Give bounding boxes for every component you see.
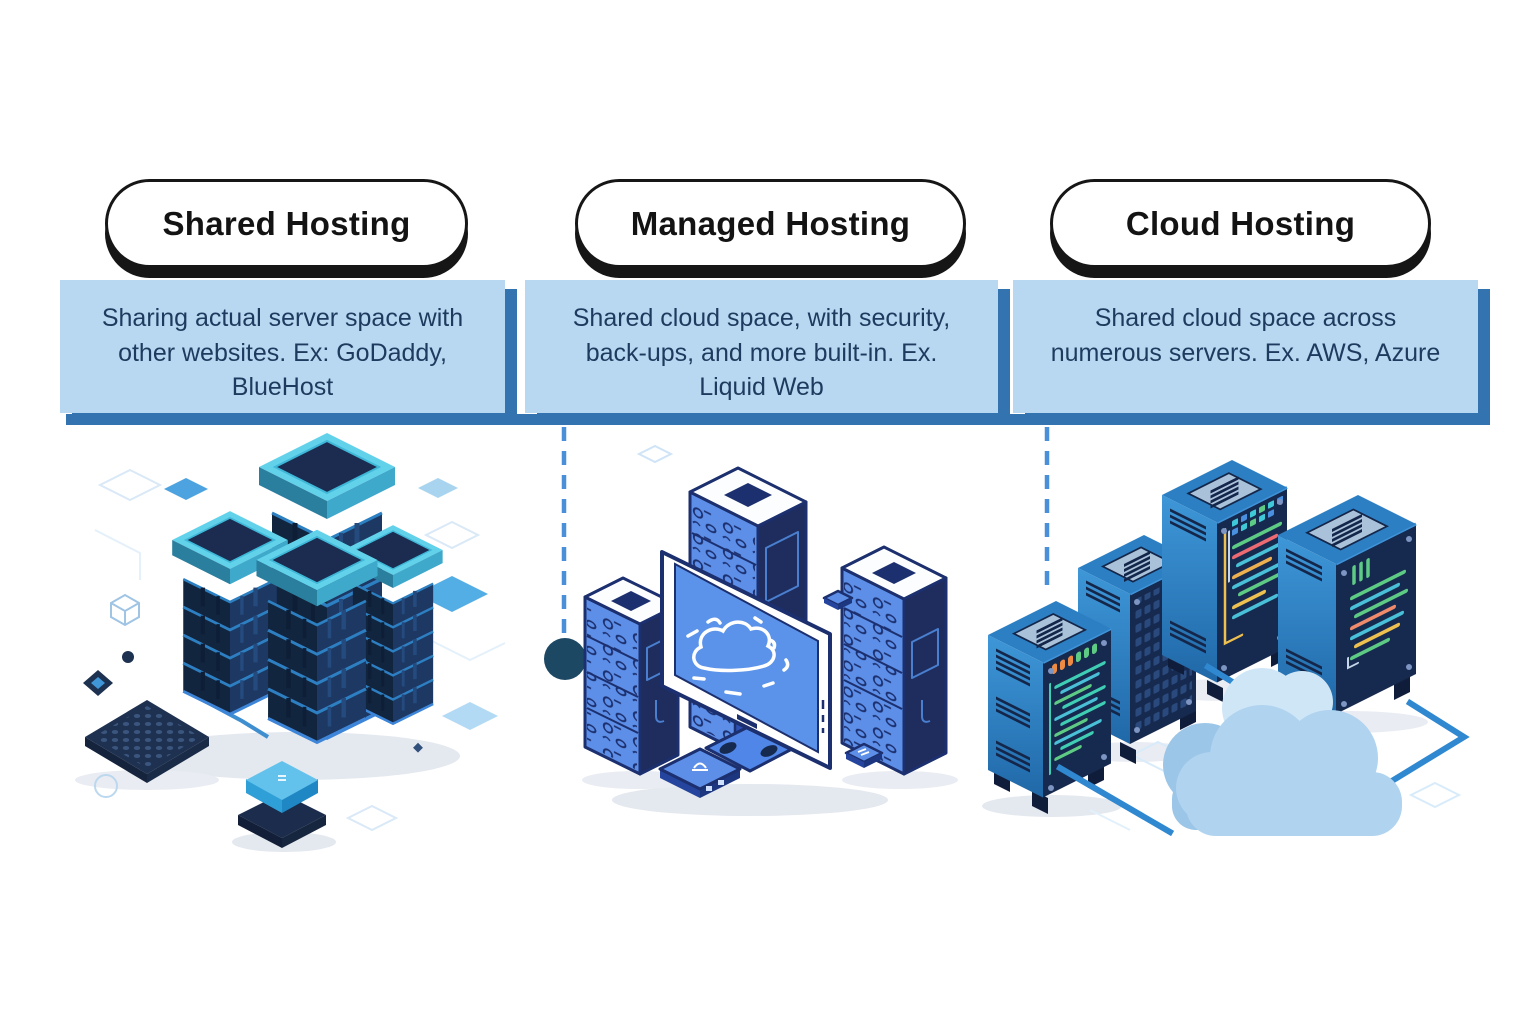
cloud-server-tower-left-icon [583,576,680,776]
server-rack-code-icon [1162,460,1288,702]
diamond-deco [418,478,458,498]
shared-hosting-illustration [75,432,506,852]
diamond-deco [164,478,208,500]
description-line: back-ups, and more built-in. Ex. [585,338,938,367]
monitor-with-cloud-icon [660,550,832,770]
dot-deco [122,651,134,663]
cube-glyph [278,775,286,781]
diamond-deco [416,576,488,612]
chip-icon [83,670,113,696]
description-line: Sharing actual server space with [101,304,464,332]
mini-chip-icon [844,742,884,768]
panel-title-pill-shared-hosting: Shared Hosting [105,179,468,268]
cloud-icon [1163,668,1402,836]
description-line: BlueHost [231,373,334,401]
description-line: Liquid Web [699,373,824,401]
cloud-server-tower-right-icon [840,545,948,776]
description-line: numerous servers. Ex. AWS, Azure [1050,338,1441,367]
server-rack-status-icon [988,601,1112,814]
cloud-hosting-illustration [982,460,1470,837]
screws [1048,640,1107,791]
mini-chip-icon [822,589,854,610]
panel-title-text: Managed Hosting [630,204,911,242]
server-tower-front-icon [255,528,379,743]
diamond-deco [442,702,498,730]
panel-description-shared-hosting: Sharing actual server space with other w… [60,280,505,413]
panel-title-pill-managed-hosting: Managed Hosting [575,179,966,268]
description-line: Shared cloud space, with security, [572,304,951,332]
description-line: Shared cloud space across [1094,304,1397,332]
screws [1341,536,1412,707]
cube-icon [238,761,326,848]
panel-title-text: Cloud Hosting [1125,204,1356,242]
managed-hosting-illustration [582,444,958,816]
description-line: other websites. Ex: GoDaddy, [118,338,447,367]
connector-node [544,638,586,680]
panel-title-text: Shared Hosting [162,204,411,242]
server-rack-green-icon [1278,495,1417,730]
code-lines [1347,558,1408,670]
baseline-bar [66,414,1490,425]
status-lights-and-code [1049,643,1106,776]
divider-connector-1 [544,427,586,680]
panel-description-cloud-hosting: Shared cloud space across numerous serve… [1013,280,1478,413]
panel-title-pill-cloud-hosting: Cloud Hosting [1050,179,1431,268]
code-lines [1223,495,1284,646]
cloud-doodle [686,616,790,696]
media-tray-icon [658,747,742,798]
diamond-deco [636,444,674,464]
panel-description-managed-hosting: Shared cloud space, with security, back-… [525,280,998,413]
circuit-deco [94,468,506,832]
cube-outline-deco [110,593,140,627]
keyboard-icon [85,700,209,783]
